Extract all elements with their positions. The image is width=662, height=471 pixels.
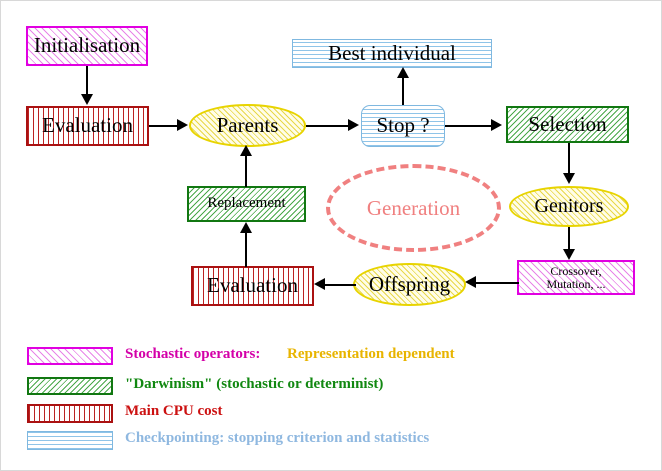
node-stop: Stop ? xyxy=(361,105,445,147)
legend-label-checkpointing: Checkpointing: stopping criterion and st… xyxy=(125,430,430,446)
legend-swatch-stochastic-operators xyxy=(27,347,113,365)
node-offspring-label: Offspring xyxy=(368,271,451,296)
legend-swatch-main-cpu-cost xyxy=(27,404,113,423)
node-offspring: Offspring xyxy=(353,263,466,306)
legend-label-stochastic-operators: Stochastic operators: xyxy=(125,346,261,362)
node-crossover-mutation: Crossover, Mutation, ... xyxy=(517,260,635,295)
arrow-initialisation-to-evaluation xyxy=(81,66,93,107)
node-parents-label: Parents xyxy=(216,112,279,137)
node-crossover-line2: Mutation, ... xyxy=(546,276,606,291)
node-evaluation-top: Evaluation xyxy=(26,106,149,146)
legend-label-main-cpu-cost: Main CPU cost xyxy=(125,403,223,419)
arrow-crossover-to-offspring xyxy=(465,276,519,290)
node-evaluation-top-label: Evaluation xyxy=(42,113,133,138)
node-replacement: Replacement xyxy=(187,186,306,222)
arrow-replacement-to-parents xyxy=(240,145,252,187)
arrow-stop-to-selection xyxy=(445,119,507,133)
node-best-individual: Best individual xyxy=(292,39,492,68)
node-generation: Generation xyxy=(326,164,501,252)
node-replacement-label: Replacement xyxy=(207,195,286,212)
arrow-stop-to-best-individual xyxy=(397,67,409,107)
node-genitors: Genitors xyxy=(509,186,629,227)
node-parents: Parents xyxy=(189,104,306,147)
node-generation-label: Generation xyxy=(366,195,461,220)
legend-swatch-darwinism xyxy=(27,377,113,395)
arrow-genitors-to-crossover xyxy=(563,227,575,263)
arrow-selection-to-genitors xyxy=(563,143,575,188)
arrow-offspring-to-evaluation xyxy=(314,278,356,292)
node-crossover-line1: Crossover, xyxy=(550,264,602,279)
legend-label-darwinism: "Darwinism" (stochastic or determinist) xyxy=(125,376,384,392)
node-evaluation-bottom-label: Evaluation xyxy=(207,273,298,298)
node-stop-label: Stop ? xyxy=(376,113,430,138)
arrow-evaluation-to-parents xyxy=(149,119,191,133)
node-best-individual-label: Best individual xyxy=(328,40,456,65)
node-initialisation: Initialisation xyxy=(26,26,148,66)
node-genitors-label: Genitors xyxy=(534,195,604,218)
node-selection: Selection xyxy=(506,106,629,143)
arrow-evaluation-to-replacement xyxy=(240,222,252,267)
legend-swatch-checkpointing xyxy=(27,431,113,450)
node-evaluation-bottom: Evaluation xyxy=(191,266,314,306)
arrow-parents-to-stop xyxy=(306,119,364,133)
node-selection-label: Selection xyxy=(528,111,607,136)
node-initialisation-label: Initialisation xyxy=(33,33,141,58)
legend-label-representation-dependent: Representation dependent xyxy=(287,346,455,362)
